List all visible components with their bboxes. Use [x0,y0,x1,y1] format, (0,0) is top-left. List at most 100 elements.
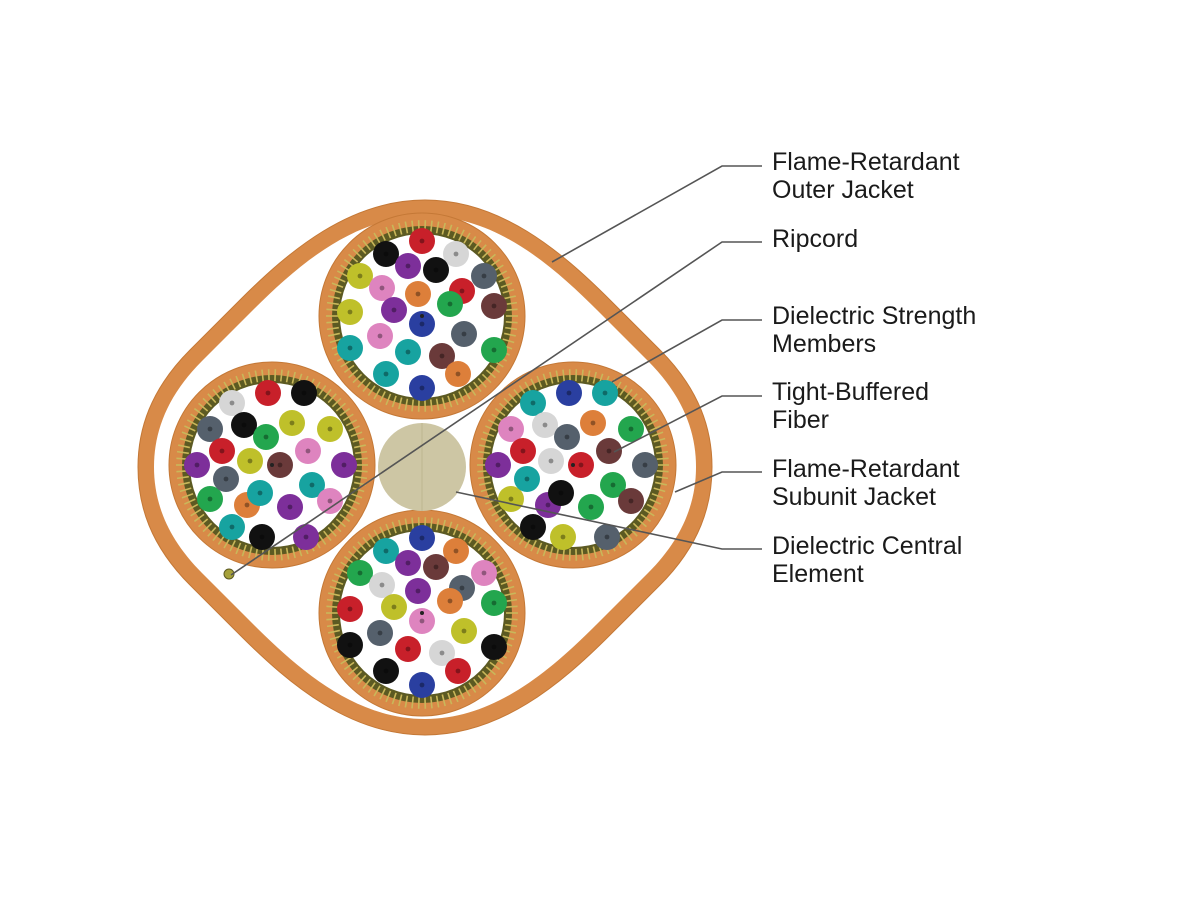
fiber-buffer [548,480,574,506]
strength-yarn [513,388,522,400]
tight-buffered-fiber [600,472,626,498]
strength-yarn [404,695,409,708]
fiber-core [207,426,213,432]
tight-buffered-fiber [409,228,435,254]
strength-yarn [326,605,339,608]
fiber-core [628,498,634,504]
label-line: Dielectric Central [772,532,963,560]
tight-buffered-fiber [580,410,606,436]
fiber-buffer [277,494,303,520]
tight-buffered-fiber [520,390,546,416]
strength-yarn [452,226,459,239]
strength-yarn [411,696,415,709]
tight-buffered-fiber [337,632,363,658]
fiber-buffer [337,335,363,361]
tight-buffered-fiber [451,618,477,644]
label-line: Element [772,560,864,588]
fiber-buffer [317,488,343,514]
strength-yarn [656,475,669,480]
tight-buffered-fiber [219,390,245,416]
strength-yarn [491,508,503,517]
strength-yarn [463,685,471,697]
strength-yarn [241,544,247,557]
tight-buffered-fiber [445,658,471,684]
strength-yarn [477,541,487,552]
fiber-buffer [600,472,626,498]
tight-buffered-fiber [209,438,235,464]
tight-buffered-fiber [369,572,395,598]
fiber-core [433,564,439,570]
tight-buffered-fiber [510,438,536,464]
strength-yarn [542,544,548,557]
fiber-core [377,333,383,339]
fiber-core [347,309,353,315]
label-subunit-jacket: Flame-Retardant Subunit Jacket [772,455,960,511]
strength-yarn [352,545,363,556]
fiber-buffer [510,438,536,464]
strength-yarn [379,229,386,241]
fiber-buffer [373,241,399,267]
tight-buffered-fiber [291,380,317,406]
strength-yarn [429,399,433,412]
strength-yarn [586,370,591,383]
tight-buffered-fiber [471,263,497,289]
strength-yarn [235,542,242,555]
label-ripcord: Ripcord [772,225,858,253]
strength-yarn [397,397,403,410]
fiber-core [347,606,353,612]
strength-yarn [592,546,598,559]
leader-line [230,241,762,576]
strength-member-yarns [326,517,518,709]
strength-yarn [441,519,447,532]
strength-yarn [229,378,236,390]
strength-yarn [654,444,668,449]
tight-buffered-fiber [429,640,455,666]
subunit-bottom [318,509,526,717]
strength-yarn [176,475,189,480]
strength-yarn [458,688,465,700]
strength-yarn [391,692,397,705]
tight-buffered-fiber [445,361,471,387]
strength-yarn [473,678,482,690]
fiber-buffer [451,618,477,644]
tight-buffered-fiber [317,488,343,514]
strength-yarn [484,425,497,432]
fiber-core [530,400,536,406]
fiber-buffer [299,472,325,498]
tight-buffered-fiber [550,524,576,550]
strength-yarn [505,321,518,324]
fiber-buffer [369,572,395,598]
strength-yarn [530,540,537,552]
fiber-buffer [209,438,235,464]
fiber-core [419,535,425,541]
strength-yarn [352,670,363,681]
label-line: Fiber [772,406,829,434]
strength-yarn [477,450,490,455]
fiber-core [419,321,425,327]
subunit-center-mark [420,314,424,318]
strength-yarn [352,487,365,493]
strength-yarn [327,332,341,337]
tight-buffered-fiber [618,416,644,442]
tight-buffered-fiber [381,594,407,620]
fiber-core [241,422,247,428]
strength-yarn [530,378,537,390]
fiber-buffer [367,620,393,646]
strength-yarn [468,532,477,544]
strength-yarn [503,522,514,533]
strength-yarn [348,425,361,432]
fiber-core [491,347,497,353]
tight-buffered-fiber [532,412,558,438]
tight-buffered-fiber [443,538,469,564]
fiber-core [642,462,648,468]
fiber-buffer [409,311,435,337]
fiber-buffer [395,253,421,279]
strength-yarn [435,518,440,531]
fiber-core [383,548,389,554]
fiber-core [357,570,363,576]
strength-yarn [482,431,495,438]
subunit-left [168,361,376,569]
tight-buffered-fiber [429,343,455,369]
fiber-buffer [409,672,435,698]
